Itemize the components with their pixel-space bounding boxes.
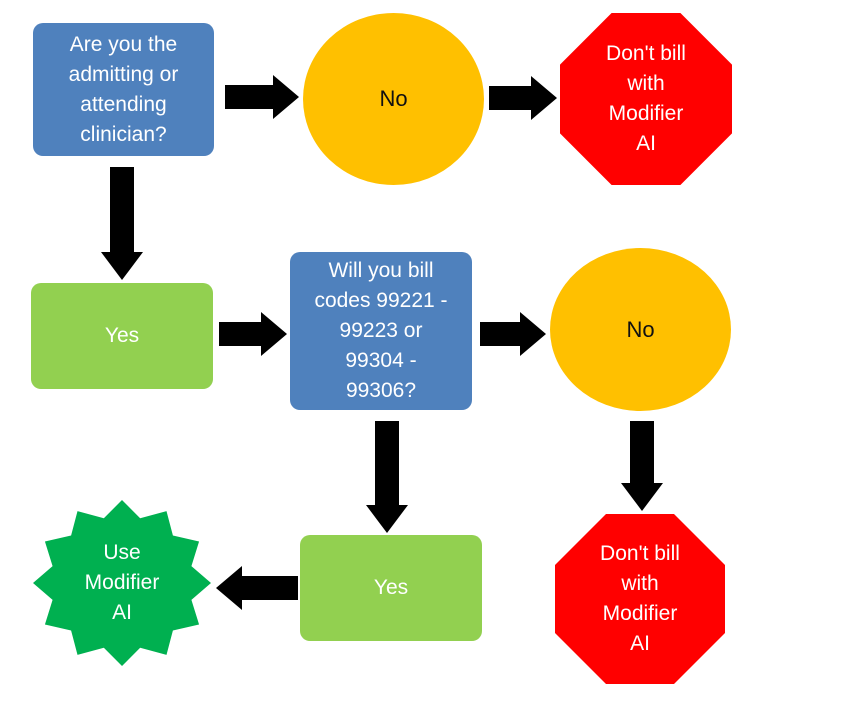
yes-box-1-text: Yes xyxy=(104,324,140,347)
arrow-right-1 xyxy=(225,75,299,119)
use-modifier-badge: Use Modifier AI xyxy=(33,500,211,666)
question-bill-codes: Will you bill codes 99221 - 99223 or 993… xyxy=(290,252,472,410)
dont-bill-stop-1-text: Don't bill with Modifier AI xyxy=(606,42,686,155)
yes-box-1: Yes xyxy=(31,283,213,389)
question-admitting-attending: Are you the admitting or attending clini… xyxy=(33,23,214,156)
arrow-right-2 xyxy=(489,76,557,120)
no-circle-1-text: No xyxy=(379,86,408,111)
arrow-right-4 xyxy=(480,312,546,356)
no-circle-1: No xyxy=(303,13,484,185)
yes-box-2: Yes xyxy=(300,535,482,641)
dont-bill-stop-1: Don't bill with Modifier AI xyxy=(560,13,732,185)
no-circle-2-text: No xyxy=(626,316,655,342)
arrow-down-2 xyxy=(366,421,408,533)
question-bill-codes-text: Will you bill codes 99221 - 99223 or 993… xyxy=(314,259,448,402)
arrow-down-1 xyxy=(101,167,143,280)
no-circle-2: No xyxy=(550,248,731,411)
dont-bill-stop-2-text: Don't bill with Modifier AI xyxy=(600,542,680,655)
arrow-right-3 xyxy=(219,312,287,356)
question-admitting-attending-text: Are you the admitting or attending clini… xyxy=(68,32,179,146)
arrow-left-1 xyxy=(216,566,298,610)
use-modifier-badge-text: Use Modifier AI xyxy=(84,541,160,624)
dont-bill-stop-2: Don't bill with Modifier AI xyxy=(555,514,725,684)
arrow-down-3 xyxy=(621,421,663,511)
yes-box-2-text: Yes xyxy=(373,576,409,599)
